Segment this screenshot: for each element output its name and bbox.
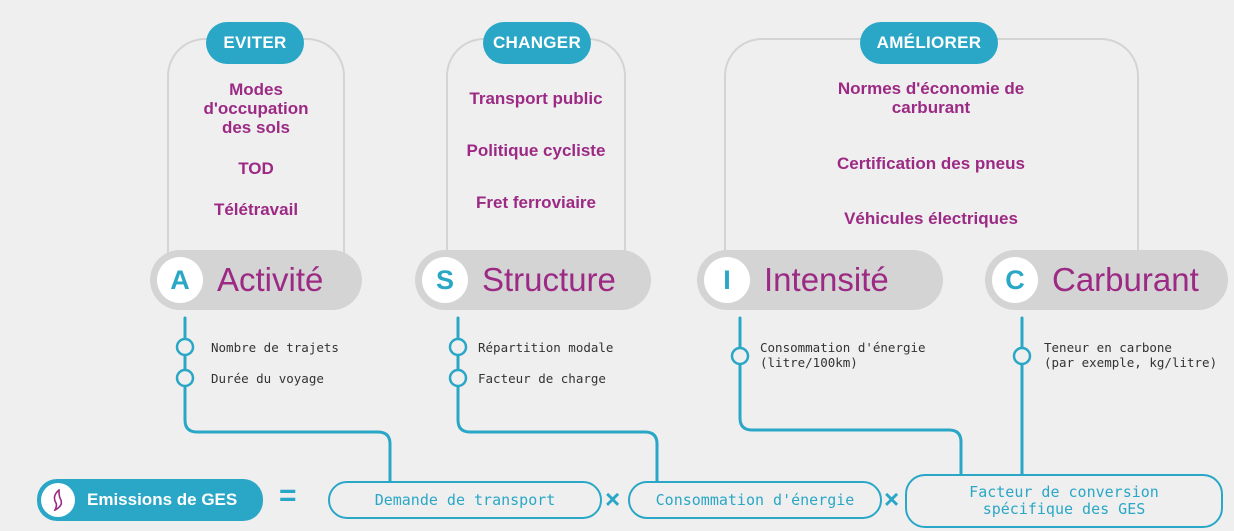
category-letter: S [422, 257, 468, 303]
metric-label: Teneur en carbone [1044, 340, 1172, 355]
line-intensite [738, 316, 963, 482]
factor-conversion-line2: spécifique des GES [982, 500, 1146, 518]
line-structure [456, 316, 659, 486]
node-consommation-energie [730, 346, 750, 366]
times-sign: × [605, 484, 621, 514]
category-letter: A [157, 257, 203, 303]
group-changer-list: Transport public Politique cycliste Fret… [446, 89, 626, 234]
node-teneur-carbone [1012, 346, 1032, 366]
group-eviter-heading: EVITER [206, 22, 304, 64]
group-ameliorer-list: Normes d'économie de carburant Certifica… [800, 79, 1062, 250]
metric-label: Facteur de charge [478, 371, 606, 386]
times-sign: × [884, 484, 900, 514]
group-item: Télétravail [213, 200, 299, 219]
category-name: Carburant [1052, 261, 1199, 298]
node-duree-voyage [175, 368, 195, 388]
category-name: Structure [482, 261, 616, 298]
group-item: Fret ferroviaire [476, 193, 596, 212]
equals-sign: = [279, 479, 297, 512]
group-item: TOD [238, 159, 274, 178]
group-changer-heading: CHANGER [483, 22, 591, 64]
category-carburant: C Carburant [985, 250, 1228, 310]
group-item: Modes d'occupation des sols [203, 80, 309, 137]
factor-demande-transport: Demande de transport [328, 481, 602, 519]
node-repartition-modale [448, 337, 468, 357]
node-facteur-charge [448, 368, 468, 388]
category-structure: S Structure [415, 250, 651, 310]
category-name: Activité [217, 261, 324, 298]
group-eviter-list: Modes d'occupation des sols TOD Télétrav… [175, 80, 337, 241]
factor-consommation-energie: Consommation d'énergie [628, 481, 882, 519]
group-item: Politique cycliste [466, 141, 606, 160]
metric-label: (litre/100km) [760, 355, 858, 370]
metric-label: Consommation d'énergie [760, 340, 926, 355]
metric-label: Répartition modale [478, 340, 614, 355]
ges-emissions-pill: Emissions de GES [37, 479, 263, 521]
node-nombre-trajets [175, 337, 195, 357]
group-ameliorer-heading: AMÉLIORER [860, 22, 998, 64]
category-activite: A Activité [150, 250, 362, 310]
category-letter: C [992, 257, 1038, 303]
factor-conversion-ges: Facteur de conversion spécifique des GES [905, 474, 1223, 528]
group-item: Véhicules électriques [844, 209, 1018, 228]
factor-conversion-line1: Facteur de conversion [969, 483, 1159, 501]
category-name: Intensité [764, 261, 889, 298]
line-activite [183, 316, 392, 486]
metric-label: (par exemple, kg/litre) [1044, 355, 1218, 370]
metric-label: Nombre de trajets [211, 340, 339, 355]
group-item: Certification des pneus [837, 154, 1025, 173]
category-letter: I [704, 257, 750, 303]
ges-emissions-label: Emissions de GES [87, 490, 238, 509]
group-item: Normes d'économie de carburant [837, 79, 1025, 117]
category-intensite: I Intensité [697, 250, 943, 310]
flame-icon [41, 483, 75, 517]
metric-label: Durée du voyage [211, 371, 324, 386]
group-item: Transport public [469, 89, 603, 108]
